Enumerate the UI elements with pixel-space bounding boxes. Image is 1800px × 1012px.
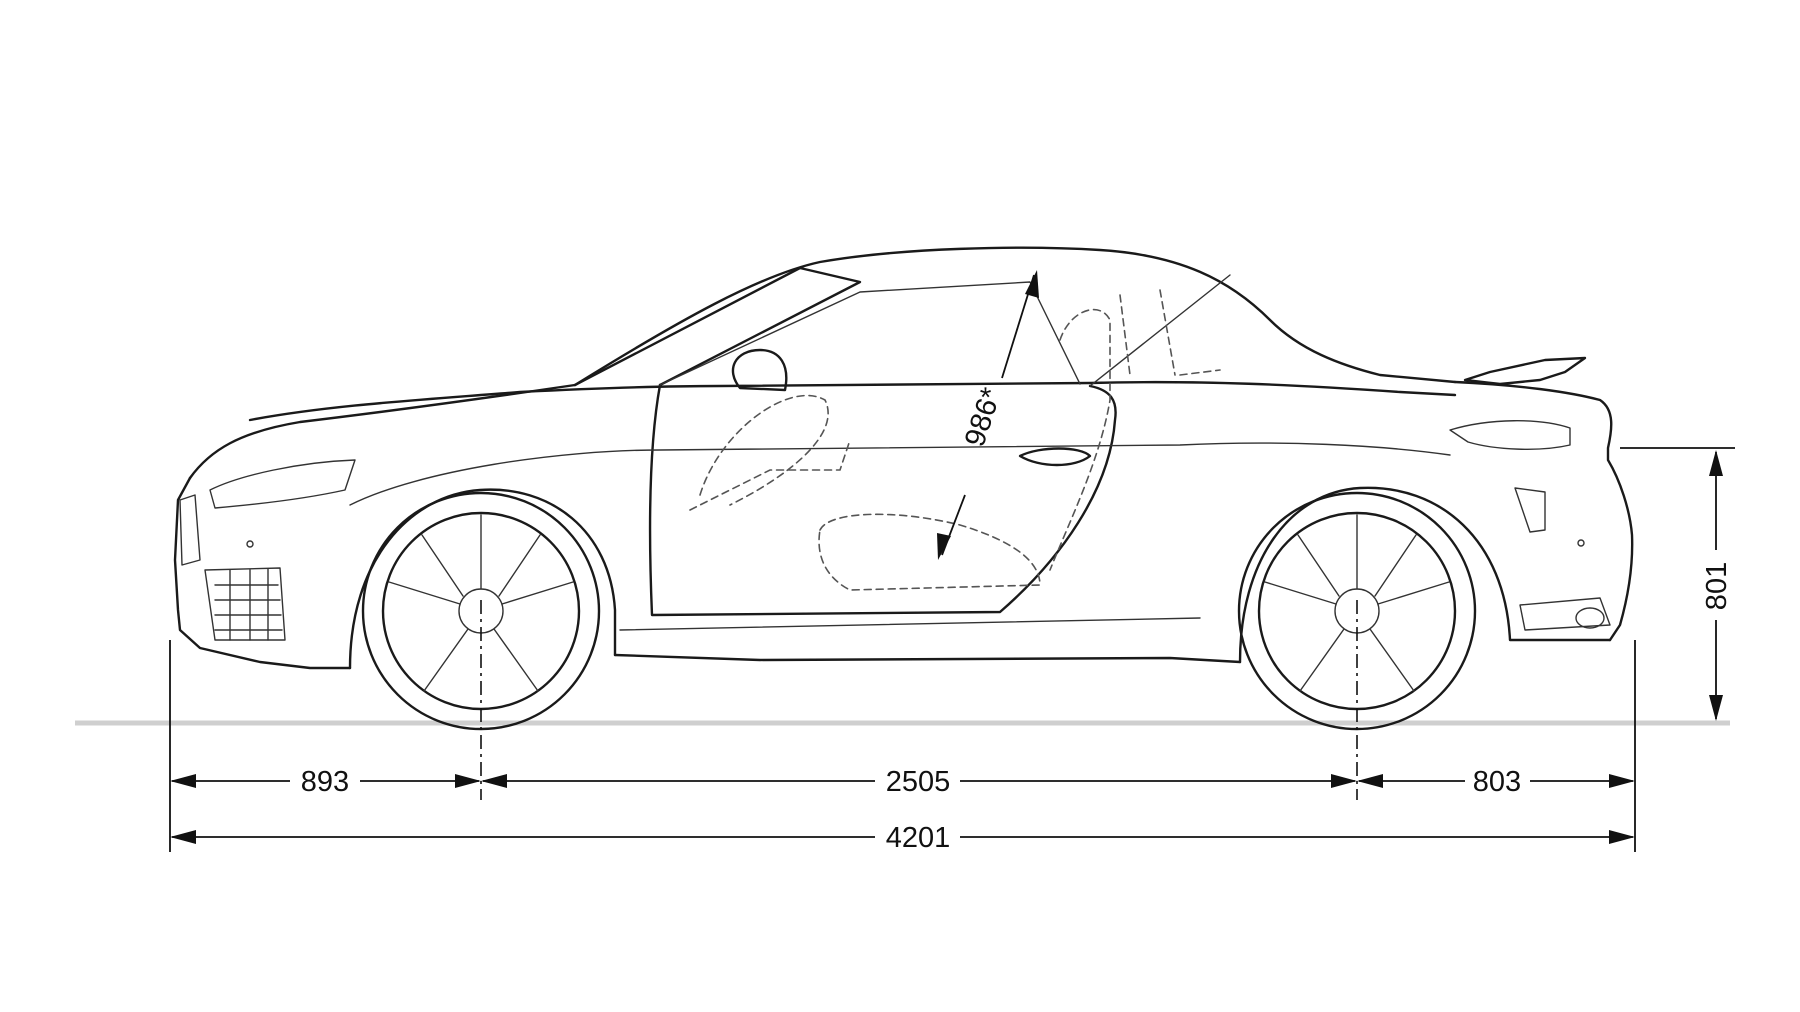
seat-back [1049,308,1111,571]
front-marker [246,540,254,548]
seat-cushion [818,513,1041,591]
dim-overall-length: 4201 [170,822,1635,854]
dashboard [689,439,851,511]
soft-top-outline [573,246,1457,387]
front-overhang-label: 893 [301,766,349,798]
hood-line [188,383,577,480]
steering-wheel [699,394,829,506]
grille [179,494,201,566]
side-sill [613,653,1242,664]
rear-rollover [1119,289,1221,376]
dim-rear-overhang: 803 [1357,766,1635,798]
side-window [659,281,1081,386]
dim-front-overhang: 893 [170,766,481,798]
height-label: 801 [1701,562,1733,610]
front-spokes [388,514,574,692]
beltline [248,380,1457,422]
roof-seam [1089,274,1231,387]
interior-dashed [689,289,1221,591]
rear-side-intake [1514,487,1546,533]
windshield [573,266,862,387]
sill-upper [619,617,1201,631]
lower-intake [204,567,286,641]
fender-body-line [349,442,1451,506]
side-mirror [731,348,788,392]
wheelbase-label: 2505 [886,766,951,798]
rear-overhang-label: 803 [1473,766,1521,798]
dim-height: 801 [1701,450,1733,721]
door-outline [648,383,1117,617]
exhaust-tip [1575,607,1605,629]
car-body [173,246,1634,670]
rear-spoiler [1463,356,1587,386]
rear-wheel-arch [1238,486,1612,664]
rear-marker [1577,539,1585,547]
tail-lamp [1449,420,1571,450]
seat-to-roof-label: 986* [959,384,1008,451]
rear-tail [1453,380,1634,642]
door-handle [1018,447,1092,467]
dim-seat-to-roof: 986* [937,270,1039,560]
dim-wheelbase: 2505 [481,766,1357,798]
front-bumper [173,476,352,670]
rear-diffuser [1519,597,1611,631]
headlight [209,459,356,509]
overall-length-label: 4201 [886,822,951,854]
intake-mesh [214,568,283,641]
rear-spokes [1264,514,1450,692]
